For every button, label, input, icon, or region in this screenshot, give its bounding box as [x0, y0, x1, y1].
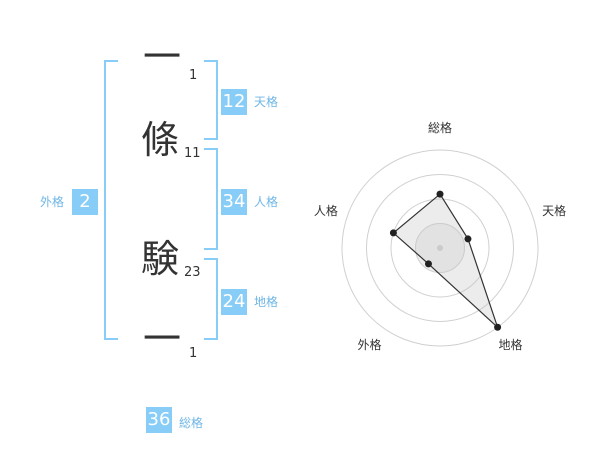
gaikaku-label: 外格 [40, 195, 65, 209]
radar-point-3 [494, 323, 502, 331]
name-char-3: 験 [141, 237, 180, 281]
soukaku-label: 総格 [179, 416, 204, 430]
tenkaku-value: 12 [221, 89, 247, 115]
radar-axis-label: 人格 [314, 203, 338, 218]
name-char-4-strokes: 1 [189, 346, 198, 361]
radar-point-4 [424, 260, 432, 268]
jinkaku-label: 人格 [254, 195, 279, 209]
tenkaku-bracket [204, 60, 218, 140]
tenkaku-label: 天格 [254, 95, 279, 109]
name-char-1-strokes: 1 [189, 68, 198, 83]
gaikaku-value: 2 [72, 189, 98, 215]
radar-ring [366, 174, 514, 322]
radar-axis-label: 地格 [499, 337, 523, 352]
outer-bracket [104, 60, 118, 340]
soukaku-value: 36 [146, 407, 172, 433]
radar-axis-label: 外格 [357, 337, 381, 352]
radar-polygon [392, 193, 499, 328]
radar-center-dot [437, 245, 443, 251]
name-char-4: 一 [143, 317, 182, 361]
chikaku-value: 24 [221, 289, 247, 315]
name-char-2: 條 [141, 118, 180, 162]
name-char-1: 一 [143, 35, 182, 79]
name-char-3-strokes: 23 [184, 265, 201, 280]
radar-axis-label: 総格 [428, 120, 452, 135]
chikaku-label: 地格 [254, 295, 279, 309]
name-char-2-strokes: 11 [184, 146, 201, 161]
radar-point-2 [464, 235, 472, 243]
jinkaku-value: 34 [221, 189, 247, 215]
radar-point-5 [389, 229, 397, 237]
chikaku-bracket [204, 258, 218, 340]
radar-axis-label: 天格 [542, 203, 566, 218]
radar-ring [390, 198, 490, 298]
radar-ring [341, 149, 539, 347]
radar-point-1 [436, 190, 444, 198]
jinkaku-bracket [204, 148, 218, 250]
